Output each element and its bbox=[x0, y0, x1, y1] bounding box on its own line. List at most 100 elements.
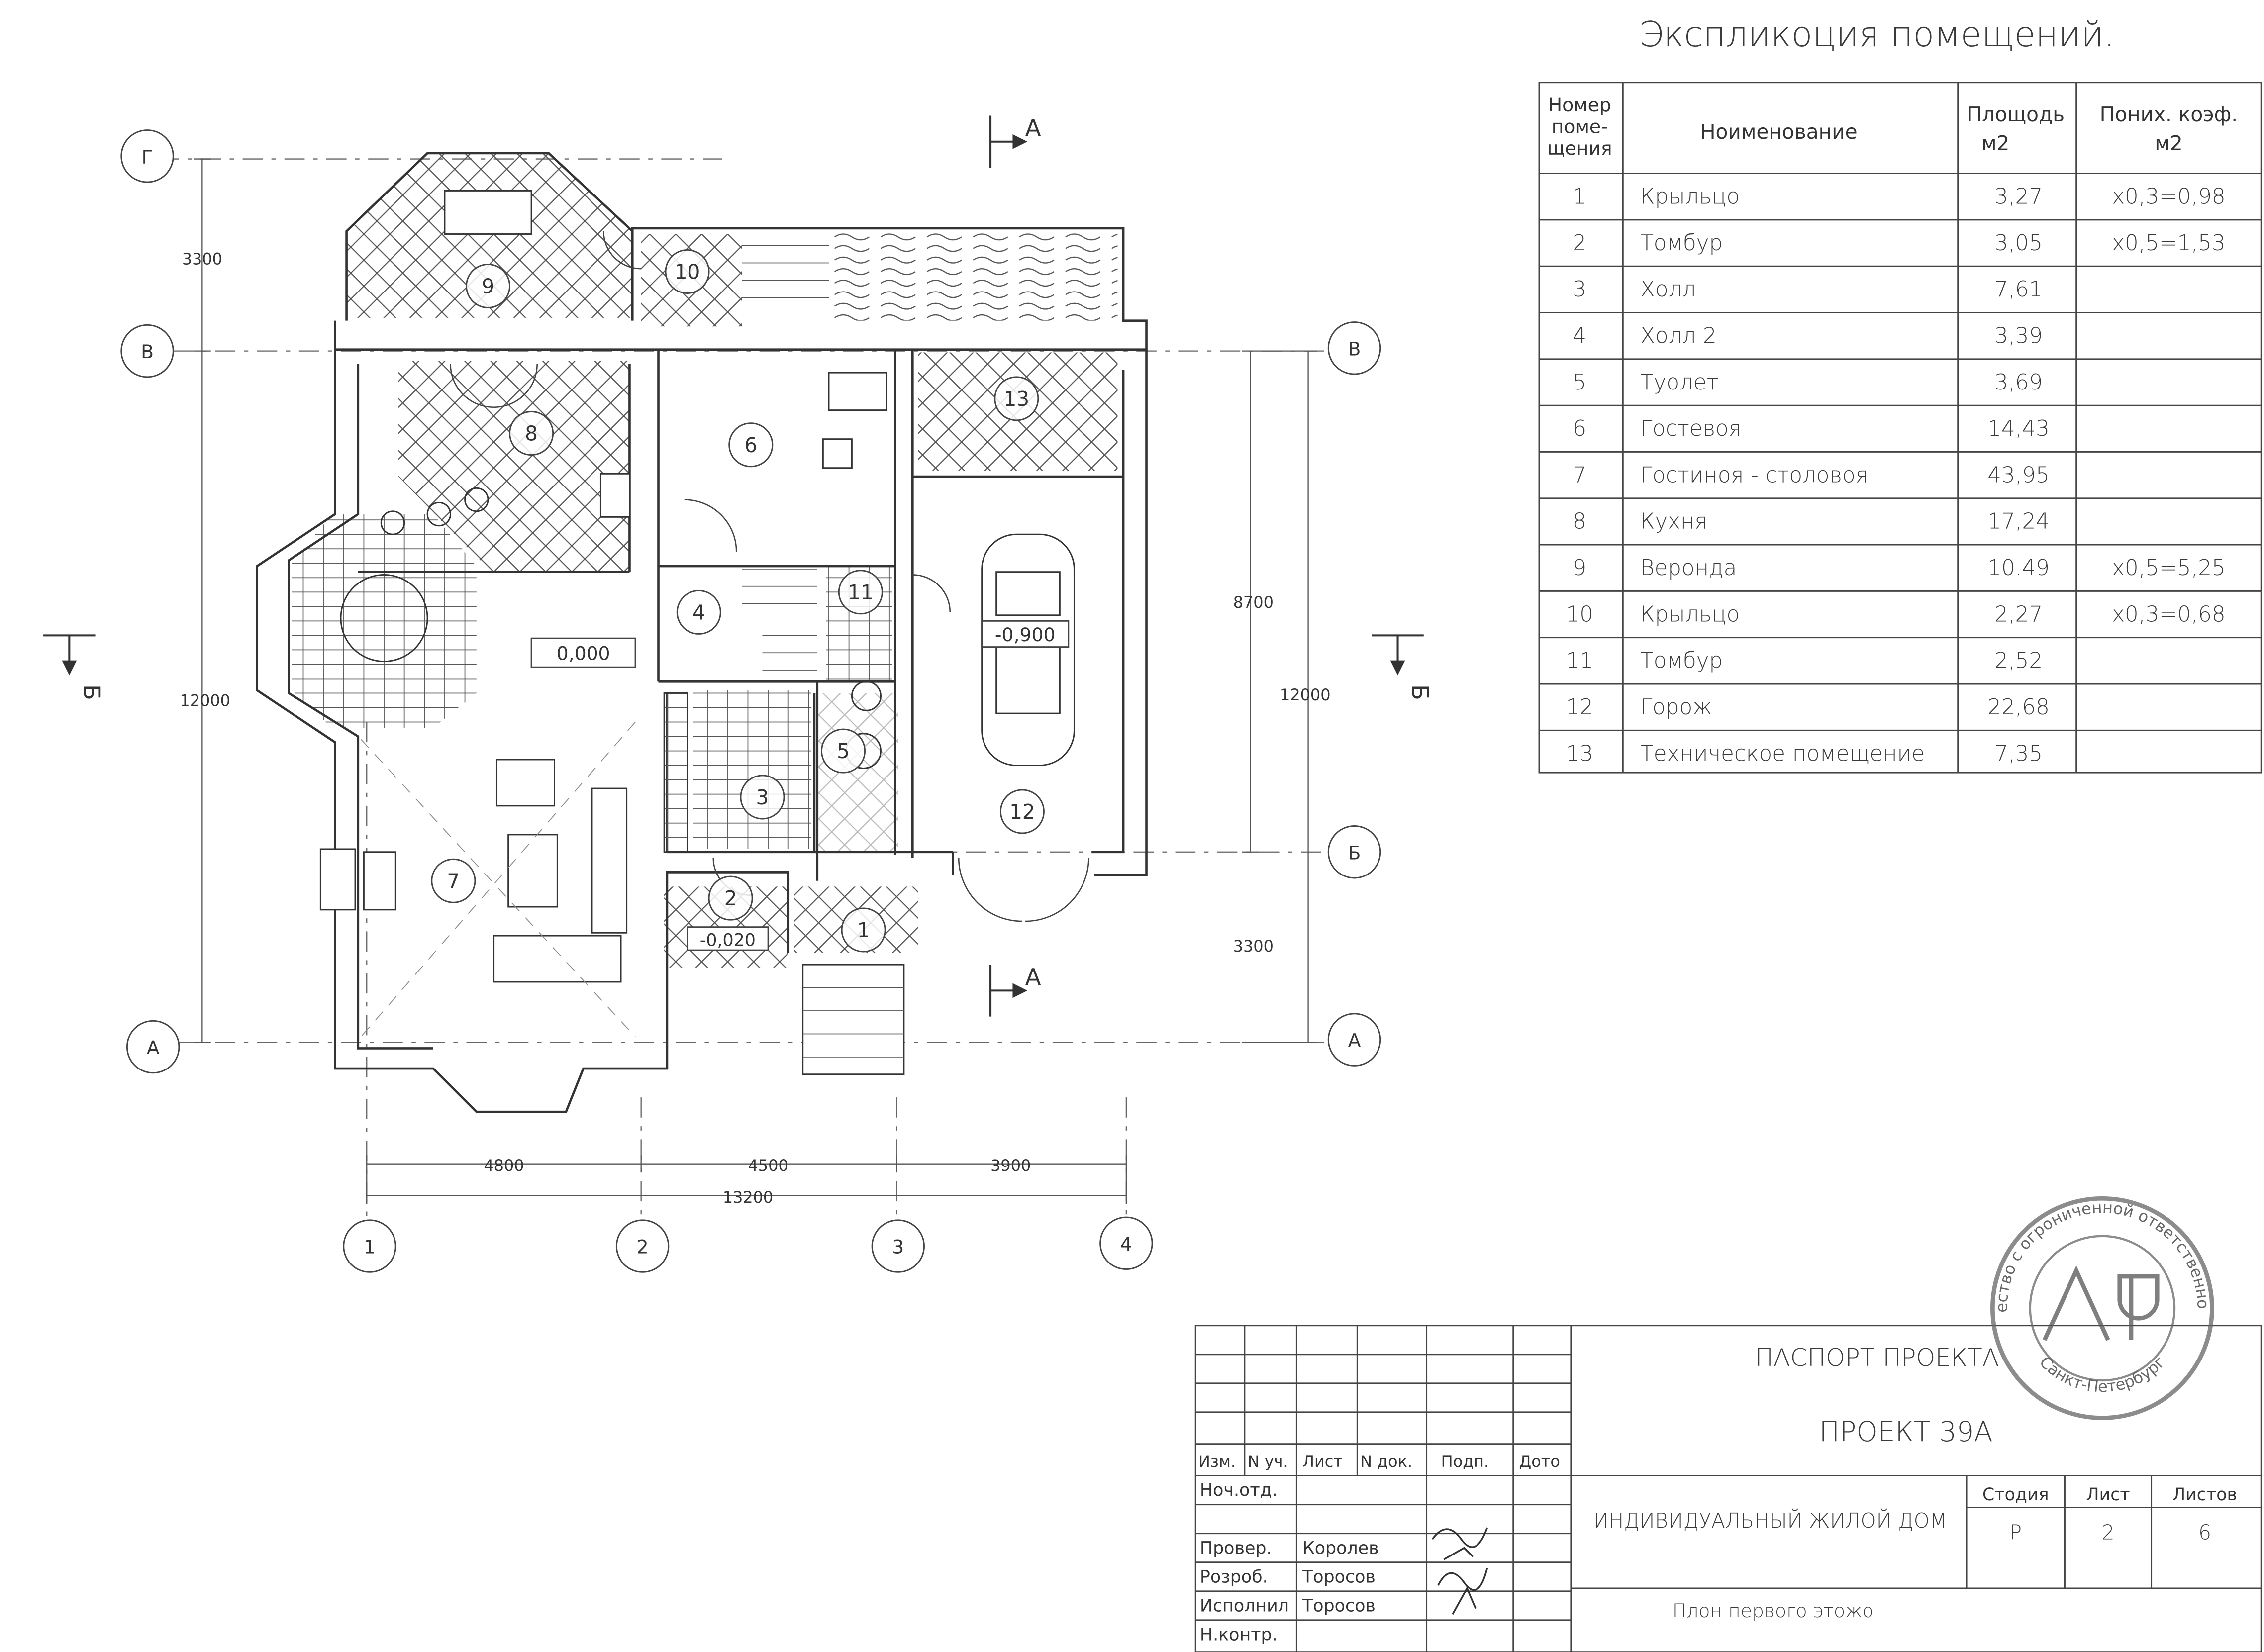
table-cell-area: 14,43 bbox=[1987, 416, 2050, 441]
axis-a-left: А bbox=[147, 1037, 160, 1059]
stamp-role: Исполнил bbox=[1200, 1596, 1289, 1616]
table-cell-name: Крыльцо bbox=[1640, 602, 1740, 627]
table-cell-number: 12 bbox=[1566, 695, 1593, 720]
table-cell-coef: x0,3=0,68 bbox=[2112, 602, 2225, 627]
table-cell-number: 4 bbox=[1573, 323, 1586, 348]
room-bubble bbox=[676, 589, 721, 635]
room-bubble bbox=[509, 411, 554, 456]
section-a-top: А bbox=[1025, 114, 1041, 141]
table-cell-number: 10 bbox=[1566, 602, 1593, 627]
table-header: Номер поме- щения Ноименование Площодь м… bbox=[1547, 94, 2238, 159]
header-name: Ноименование bbox=[1700, 120, 1858, 144]
stamp-sheet: 2 bbox=[2102, 1520, 2115, 1544]
dim-left-main: 12000 bbox=[180, 691, 230, 710]
room-bubble bbox=[728, 422, 774, 468]
dim-bottom-total: 13200 bbox=[723, 1188, 774, 1207]
table-cell-name: Гостиноя - столовоя bbox=[1640, 463, 1868, 487]
section-a-bottom: А bbox=[1025, 964, 1041, 990]
table-cell-area: 17,24 bbox=[1987, 509, 2050, 534]
table-cell-number: 11 bbox=[1566, 649, 1593, 674]
stamp-sheet-header: Лист bbox=[2086, 1485, 2130, 1505]
table-cell-name: Холл bbox=[1640, 277, 1696, 302]
stamp-col-izm: Изм. bbox=[1198, 1452, 1236, 1471]
stamp-role: Н.контр. bbox=[1200, 1625, 1278, 1645]
table-cell-number: 13 bbox=[1566, 741, 1593, 766]
floor-fills bbox=[292, 153, 1118, 968]
level-garage: -0,900 bbox=[995, 624, 1056, 646]
room-number: 12 bbox=[1009, 800, 1035, 824]
room-bubble bbox=[999, 789, 1045, 834]
table-cell-area: 7,61 bbox=[1994, 277, 2043, 302]
dim-right-mid: 8700 bbox=[1233, 593, 1274, 612]
room-bubble bbox=[708, 875, 753, 921]
header-coef: Поних. коэф. bbox=[2100, 102, 2238, 126]
explication-title: Экспликоция помещений. bbox=[1639, 14, 2115, 55]
axis-bubbles bbox=[120, 129, 1381, 1273]
table-cell-area: 22,68 bbox=[1987, 695, 2050, 720]
signature-developer bbox=[1437, 1567, 1488, 1615]
table-cell-area: 43,95 bbox=[1987, 463, 2050, 487]
stamp-col-list: Лист bbox=[1302, 1452, 1343, 1471]
stamp-role: Розроб. bbox=[1200, 1567, 1268, 1587]
table-cell-name: Техническое помещение bbox=[1640, 741, 1925, 766]
room-bubble bbox=[740, 775, 785, 820]
stamp-sheets: 6 bbox=[2198, 1520, 2211, 1544]
room-number: 6 bbox=[744, 433, 757, 457]
section-b-left: Б bbox=[78, 684, 105, 700]
stamp-role: Провер. bbox=[1200, 1538, 1272, 1558]
table-cell-number: 1 bbox=[1573, 185, 1586, 209]
table-cell-area: 3,05 bbox=[1994, 231, 2043, 256]
room-number: 3 bbox=[756, 785, 769, 809]
table-cell-area: 10.49 bbox=[1987, 556, 2050, 581]
dim-right-main: 12000 bbox=[1280, 685, 1330, 704]
stamp-building: ИНДИВИДУАЛЬНЫЙ ЖИЛОЙ ДОМ bbox=[1593, 1509, 1947, 1533]
header-area: Площодь bbox=[1967, 102, 2065, 126]
stamp-passport: ПАСПОРТ ПРОЕКТА bbox=[1755, 1343, 1999, 1372]
room-number: 9 bbox=[482, 275, 494, 298]
dim-right-bottom: 3300 bbox=[1233, 937, 1274, 956]
dim-left-top: 3300 bbox=[182, 249, 222, 268]
room-number: 8 bbox=[525, 422, 538, 446]
table-cell-coef: x0,3=0,98 bbox=[2112, 185, 2225, 209]
header-num-3: щения bbox=[1547, 137, 1612, 159]
axis-a-right: А bbox=[1348, 1030, 1361, 1052]
table-cell-number: 7 bbox=[1573, 463, 1586, 487]
seal-city: Санкт-Петербург bbox=[2036, 1353, 2169, 1396]
living-room-guides bbox=[360, 721, 636, 1037]
table-cell-area: 3,27 bbox=[1994, 185, 2043, 209]
dim-bottom-2: 4500 bbox=[748, 1156, 788, 1175]
level-entry: -0,020 bbox=[700, 930, 756, 950]
header-coef-unit: м2 bbox=[2155, 131, 2183, 155]
room-number: 4 bbox=[692, 600, 705, 624]
table-cell-area: 7,35 bbox=[1994, 741, 2043, 766]
table-cell-name: Крыльцо bbox=[1640, 185, 1740, 209]
floor-plan: 3300 12000 8700 12000 3300 4800 4500 390… bbox=[43, 114, 1434, 1273]
stamp-name: Королев bbox=[1302, 1538, 1379, 1558]
title-block bbox=[1194, 1325, 2262, 1652]
room-bubble bbox=[665, 249, 710, 294]
stamp-sheets-header: Листов bbox=[2172, 1485, 2237, 1505]
axis-b: Б bbox=[1348, 842, 1361, 864]
level-main: 0,000 bbox=[557, 643, 610, 665]
table-cell-name: Туолет bbox=[1640, 370, 1718, 395]
axis-v-left: В bbox=[141, 341, 154, 363]
table-cell-coef: x0,5=1,53 bbox=[2112, 231, 2225, 256]
table-cell-name: Холл 2 bbox=[1640, 323, 1717, 348]
section-markers bbox=[43, 115, 1424, 1017]
room-number: 2 bbox=[724, 886, 737, 910]
seal-logo bbox=[2042, 1265, 2160, 1341]
level-marks bbox=[530, 620, 1070, 951]
stamp-stage: Р bbox=[2010, 1520, 2022, 1544]
table-cell-area: 2,52 bbox=[1994, 649, 2043, 674]
axis-g: Г bbox=[142, 146, 153, 168]
stamp-col-nuch: N уч. bbox=[1248, 1452, 1288, 1471]
room-number: 10 bbox=[675, 260, 700, 284]
table-cell-area: 3,69 bbox=[1994, 370, 2043, 395]
room-number: 13 bbox=[1003, 387, 1029, 411]
dim-bottom-3: 3900 bbox=[990, 1156, 1031, 1175]
stamp-project: ПРОЕКТ 39А bbox=[1819, 1416, 1993, 1448]
stamp-sheet-title: Плон первого этожо bbox=[1673, 1600, 1874, 1622]
room-number: 1 bbox=[857, 918, 870, 942]
axis-v-right: В bbox=[1348, 338, 1361, 360]
